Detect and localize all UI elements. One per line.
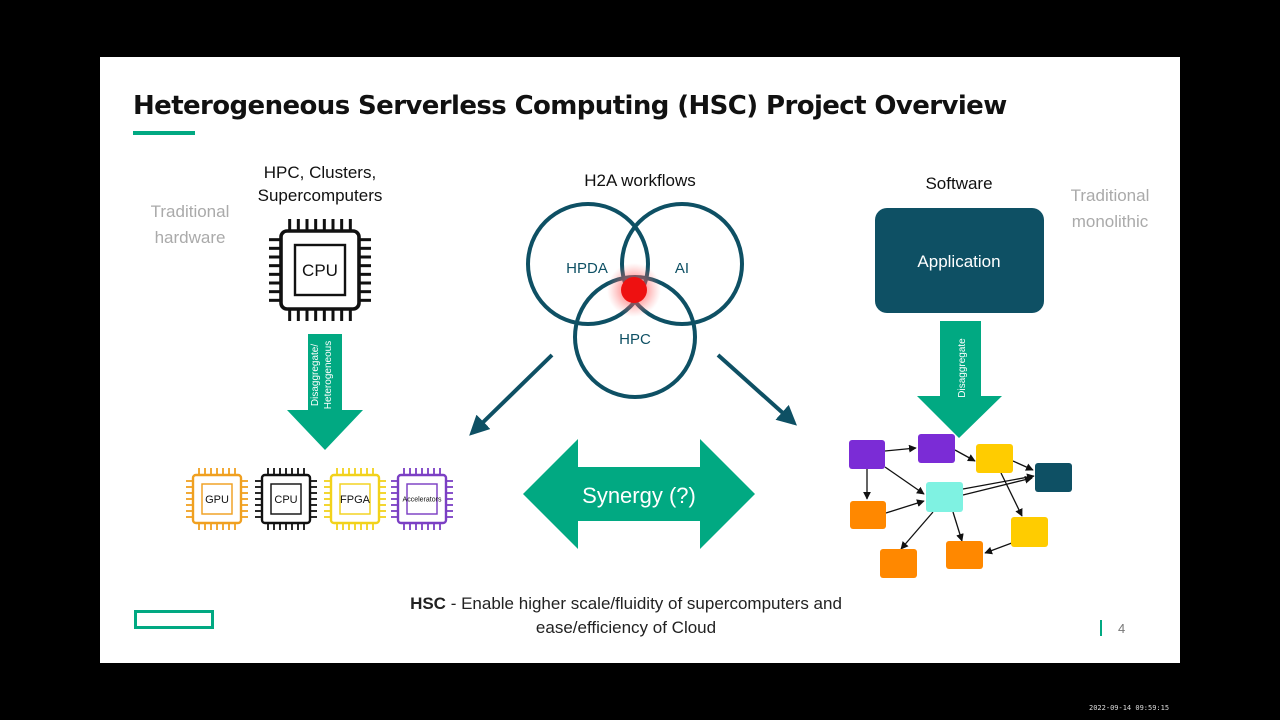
disaggregate-heterogeneous-arrow	[287, 334, 363, 450]
hsc-diagram: CPU Disaggregate/ Heterogeneous GPU CPU FP…	[186, 202, 1072, 578]
recording-timestamp: 2022-09-14 09:59:15	[1089, 704, 1170, 712]
software-heading: Software	[925, 174, 993, 193]
traditional-monolithic-line2: monolithic	[1071, 212, 1149, 231]
disaggregate-arrow-label: Disaggregate	[957, 338, 968, 398]
title-underline	[133, 131, 195, 135]
application-box	[875, 208, 1044, 313]
caption-bold: HSC	[410, 594, 446, 613]
venn-label-ai: AI	[675, 260, 689, 277]
traditional-monolithic-line1: Traditional	[1070, 186, 1150, 205]
arrow-to-hardware	[469, 353, 554, 436]
chip-cpu-icon-label: CPU	[274, 494, 297, 506]
graph-edge	[884, 466, 925, 495]
chip-gpu-icon: GPU	[186, 468, 248, 530]
traditional-hardware-line1: Traditional	[150, 202, 230, 221]
graph-edge	[962, 475, 1033, 496]
graph-edge	[954, 449, 976, 462]
cpu-chip: CPU	[269, 219, 371, 321]
application-label: Application	[917, 252, 1000, 271]
hpc-heading: HPC, Clusters, Supercomputers	[245, 161, 395, 207]
graph-edge	[952, 511, 964, 542]
cpu-chip-icon: CPU	[269, 219, 371, 321]
task-node	[926, 482, 963, 512]
slide-title: Heterogeneous Serverless Computing (HSC)…	[133, 91, 1007, 121]
caption: HSC - Enable higher scale/fluidity of su…	[350, 592, 902, 640]
graph-edge	[884, 444, 917, 453]
hpc-heading-line2: Supercomputers	[257, 186, 383, 205]
traditional-monolithic-label: Traditional monolithic	[1060, 183, 1160, 235]
task-graph	[849, 434, 1072, 578]
cpu-chip-label: CPU	[302, 261, 338, 280]
arrow-label-line1: Disaggregate/	[310, 344, 321, 406]
task-node	[1011, 517, 1048, 547]
hpe-logo	[134, 610, 214, 629]
graph-edge	[976, 472, 977, 473]
graph-edge	[962, 473, 1035, 490]
graph-edge	[885, 499, 925, 514]
chip-accelerators-icon-label: Accelerators	[403, 497, 442, 504]
arrow-label-line2: Heterogeneous	[323, 341, 334, 409]
caption-line1-rest: - Enable higher scale/fluidity of superc…	[445, 594, 842, 613]
task-node	[880, 549, 917, 578]
caption-line1: HSC - Enable higher scale/fluidity of su…	[350, 592, 902, 616]
task-node	[976, 444, 1013, 473]
chip-row: GPU CPU FPGA Accelerators	[186, 468, 453, 530]
hpc-heading-line1: HPC, Clusters,	[263, 163, 377, 182]
venn-circle-ai	[620, 202, 744, 326]
venn-circle-hpda	[526, 202, 650, 326]
venn-center-dot	[621, 277, 647, 303]
chip-cpu-icon: CPU	[255, 468, 317, 530]
h2a-workflows-heading: H2A workflows	[584, 171, 696, 190]
arrow-to-software	[716, 353, 797, 426]
synergy-label: Synergy (?)	[582, 483, 696, 508]
chip-fpga-icon-label: FPGA	[340, 494, 371, 506]
caption-line2: ease/efficiency of Cloud	[535, 618, 717, 637]
task-node	[946, 541, 983, 569]
task-node	[918, 434, 955, 463]
graph-edge	[1000, 472, 1023, 517]
slide: CPU Disaggregate/ Heterogeneous GPU CPU FP…	[100, 57, 1180, 663]
page-number-bar	[1100, 620, 1102, 636]
page-number: 4	[1118, 621, 1126, 636]
chip-gpu-icon-label: GPU	[205, 494, 229, 506]
traditional-hardware-label: Traditional hardware	[140, 199, 240, 251]
graph-edge	[900, 511, 934, 550]
venn-label-hpda: HPDA	[566, 260, 608, 277]
graph-edge	[1012, 460, 1034, 471]
traditional-hardware-line2: hardware	[154, 228, 226, 247]
chip-fpga-icon: FPGA	[324, 468, 386, 530]
synergy-double-arrow	[523, 439, 755, 549]
chip-accelerators-icon: Accelerators	[391, 468, 453, 530]
disaggregate-arrow	[917, 321, 1002, 438]
task-node	[849, 440, 885, 469]
venn-label-hpc: HPC	[619, 331, 651, 348]
task-node	[1035, 463, 1072, 492]
task-node	[850, 501, 886, 529]
